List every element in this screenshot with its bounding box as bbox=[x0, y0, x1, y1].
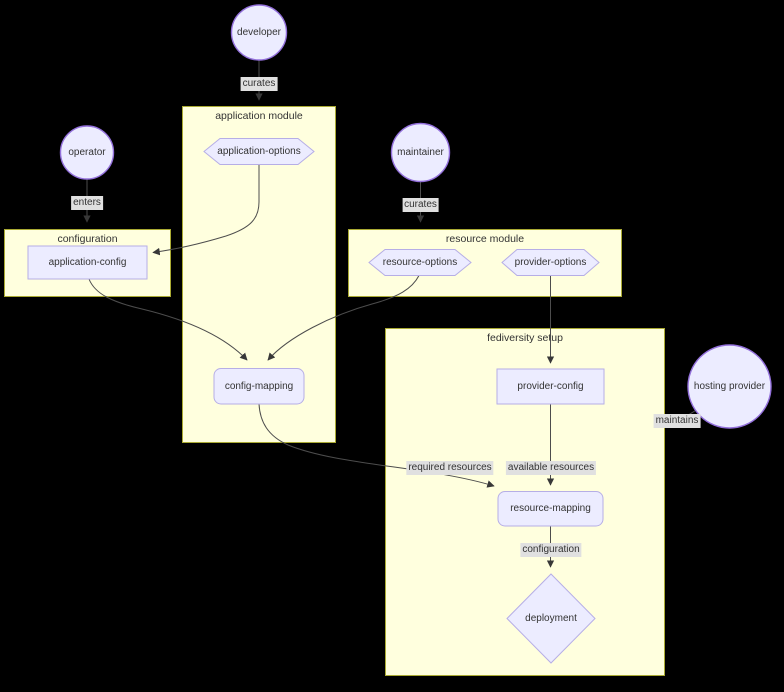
node-config-mapping: config-mapping bbox=[224, 380, 294, 392]
edge-label-configuration: configuration bbox=[520, 543, 582, 557]
resource-mapping-rect bbox=[497, 491, 604, 527]
edge-label-available-resources: available resources bbox=[505, 460, 597, 475]
cluster-title-configuration: configuration bbox=[57, 233, 118, 245]
node-application-options: application-options bbox=[217, 145, 301, 157]
node-provider-config: provider-config bbox=[517, 380, 584, 392]
developer-circle bbox=[230, 4, 288, 61]
edge-application-config-to-config-mapping bbox=[88, 278, 248, 361]
node-application-config: application-config bbox=[48, 256, 127, 268]
node-resource-mapping: resource-mapping bbox=[510, 503, 591, 514]
node-operator: operator bbox=[68, 146, 106, 158]
application-options-hexagon bbox=[203, 138, 315, 165]
provider-config-rect bbox=[496, 368, 605, 405]
cluster-title-resource-module: resource module bbox=[445, 233, 525, 245]
edge-label-maintains: maintains bbox=[653, 414, 701, 428]
edge-label-curates-developer: curates bbox=[240, 76, 278, 91]
node-developer: developer bbox=[237, 26, 281, 38]
resource-options-hexagon bbox=[368, 249, 472, 276]
provider-options-hexagon bbox=[501, 249, 600, 276]
application-config-rect bbox=[27, 245, 148, 280]
node-deployment: deployment bbox=[525, 612, 577, 624]
node-maintainer: maintainer bbox=[397, 146, 444, 158]
maintainer-circle bbox=[390, 122, 451, 183]
node-hosting-provider: hosting provider bbox=[693, 380, 766, 392]
node-provider-options: provider-options bbox=[514, 256, 587, 268]
config-mapping-rect bbox=[213, 368, 305, 405]
cluster-title-fediversity-setup: fediversity setup bbox=[487, 332, 563, 344]
cluster-title-application-module: application module bbox=[215, 110, 303, 122]
edge-label-enters: enters bbox=[71, 196, 103, 210]
hosting-provider-circle bbox=[687, 344, 772, 429]
edge-resource-options-to-config-mapping bbox=[267, 275, 420, 361]
operator-circle bbox=[59, 125, 115, 180]
node-resource-options: resource-options bbox=[382, 256, 458, 268]
deployment-diamond bbox=[506, 573, 596, 664]
edge-config-mapping-to-resource-mapping bbox=[258, 403, 495, 488]
edge-label-required-resources: required resources bbox=[406, 460, 494, 475]
edge-label-curates-maintainer: curates bbox=[402, 197, 439, 212]
edge-application-options-to-application-config bbox=[152, 164, 260, 256]
